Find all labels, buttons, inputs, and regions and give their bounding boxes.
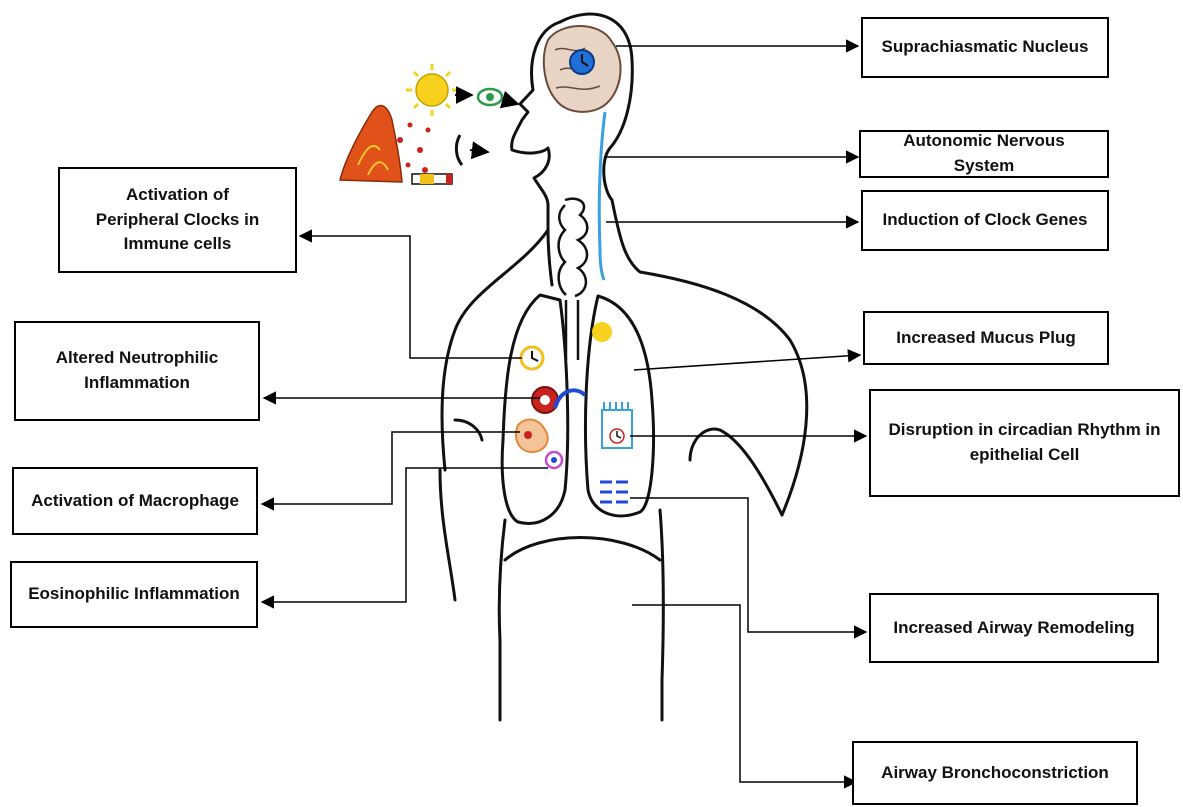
label-autonomic-nervous-system: Autonomic Nervous System [859,130,1109,178]
epithelial-cell-icon [602,402,632,448]
eosinophil-icon [546,452,562,468]
label-suprachiasmatic-nucleus: Suprachiasmatic Nucleus [861,17,1109,78]
volcano-icon [340,106,402,182]
blue-swirl [555,390,585,408]
label-activation-of-macrophage: Activation of Macrophage [12,467,258,535]
lung-clock-icon [521,347,543,369]
sun-icon [406,64,458,116]
nose-arrow [470,150,488,152]
lung-sun-icon [592,322,612,342]
nose-icon [456,135,462,165]
autonomic-nerve [599,112,605,280]
body-outline [440,14,807,720]
remodeling-icon [600,482,628,502]
cigarette-icon [412,174,452,184]
label-disruption-circadian-epithelial: Disruption in circadian Rhythm in epithe… [869,389,1180,497]
macrophage-icon [516,420,548,452]
label-induction-of-clock-genes: Induction of Clock Genes [861,190,1109,251]
pollen-icon [397,123,431,174]
label-eosinophilic-inflammation: Eosinophilic Inflammation [10,561,258,628]
label-altered-neutrophilic-inflammation: Altered Neutrophilic Inflammation [14,321,260,421]
brain-icon [544,26,621,112]
label-airway-bronchoconstriction: Airway Bronchoconstriction [852,741,1138,805]
eye-icon [478,89,502,105]
neutrophil-icon [532,387,558,413]
label-increased-mucus-plug: Increased Mucus Plug [863,311,1109,365]
label-activation-peripheral-clocks: Activation of Peripheral Clocks in Immun… [58,167,297,273]
eye-arrow [504,100,518,104]
label-increased-airway-remodeling: Increased Airway Remodeling [869,593,1159,663]
